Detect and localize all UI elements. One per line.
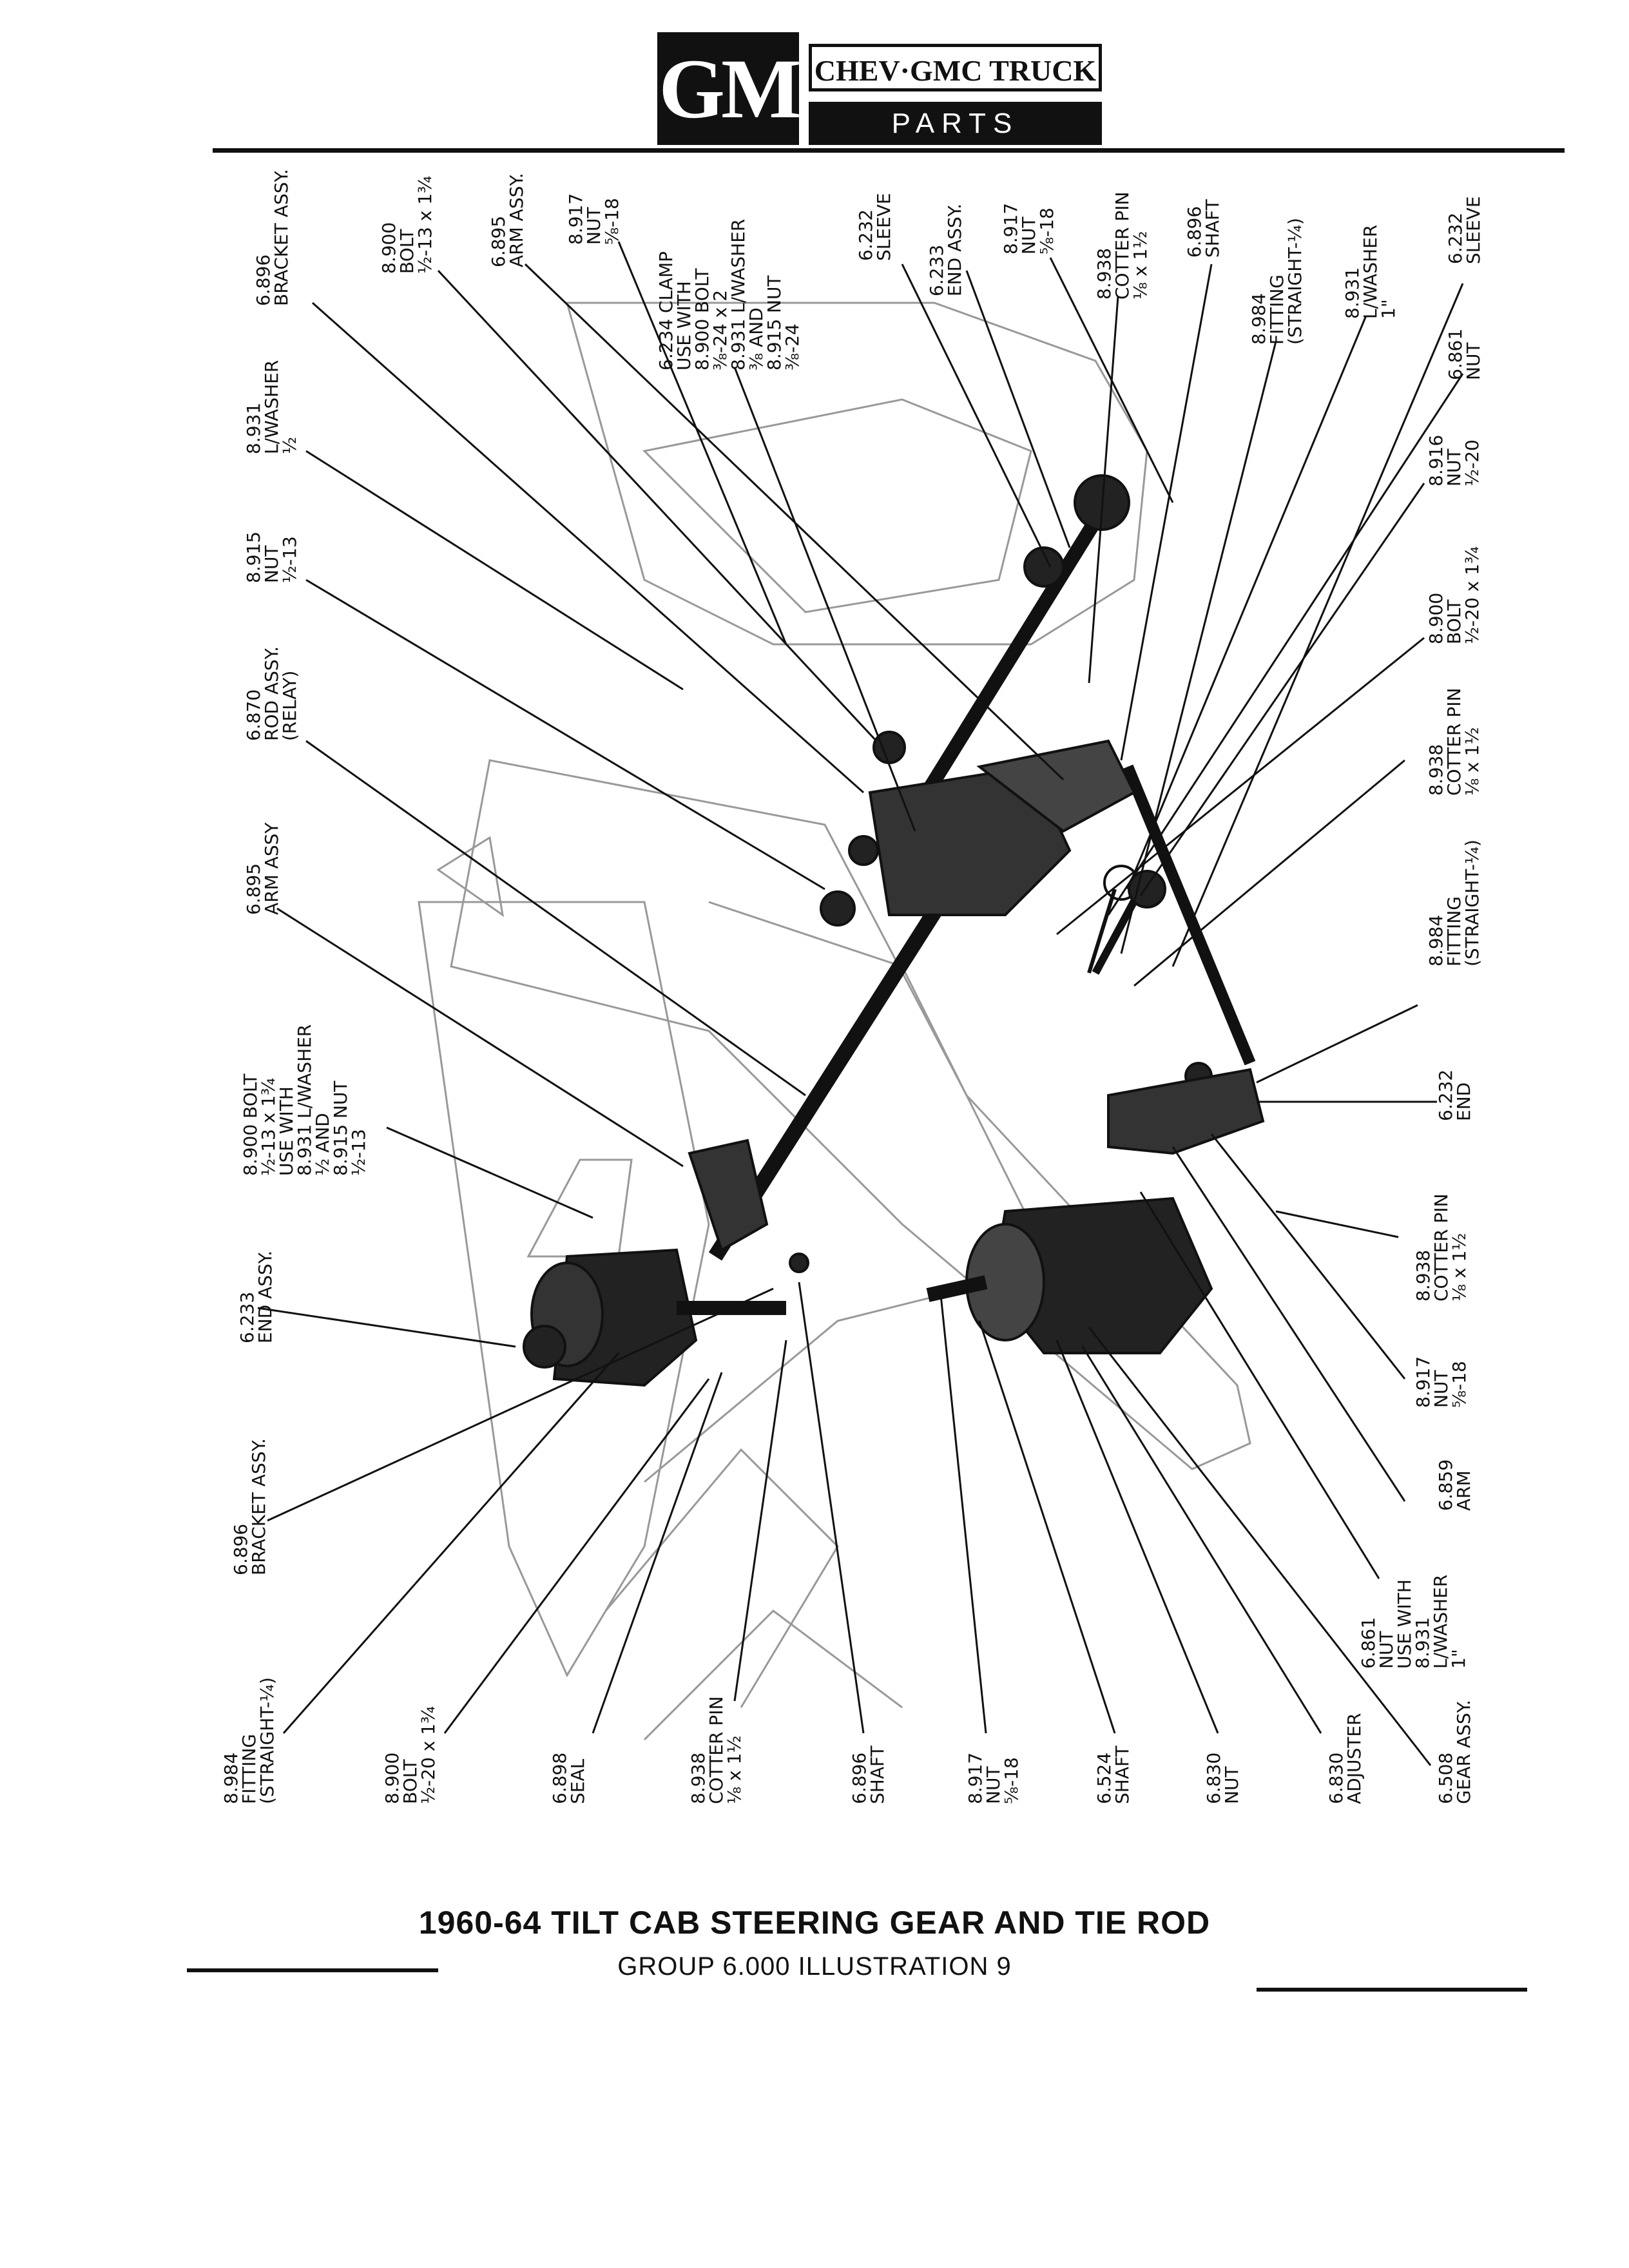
footer-rule-left	[187, 1968, 438, 1972]
illustration-title: 1960-64 TILT CAB STEERING GEAR AND TIE R…	[418, 1905, 1211, 1941]
brand-title: CHEV·GMC TRUCK	[809, 44, 1102, 91]
header-rule	[213, 148, 1565, 153]
gm-logo-mark: GM	[657, 32, 802, 145]
footer-rule-right	[1257, 1988, 1527, 1992]
illustration-subtitle: GROUP 6.000 ILLUSTRATION 9	[617, 1952, 1012, 1981]
gm-logo: GM CHEV·GMC TRUCK PARTS CATALOGUE	[657, 32, 1108, 182]
catalogue-banner: PARTS CATALOGUE	[809, 102, 1102, 182]
steering-parts	[523, 474, 1265, 1387]
leader-lines	[257, 241, 1464, 1766]
